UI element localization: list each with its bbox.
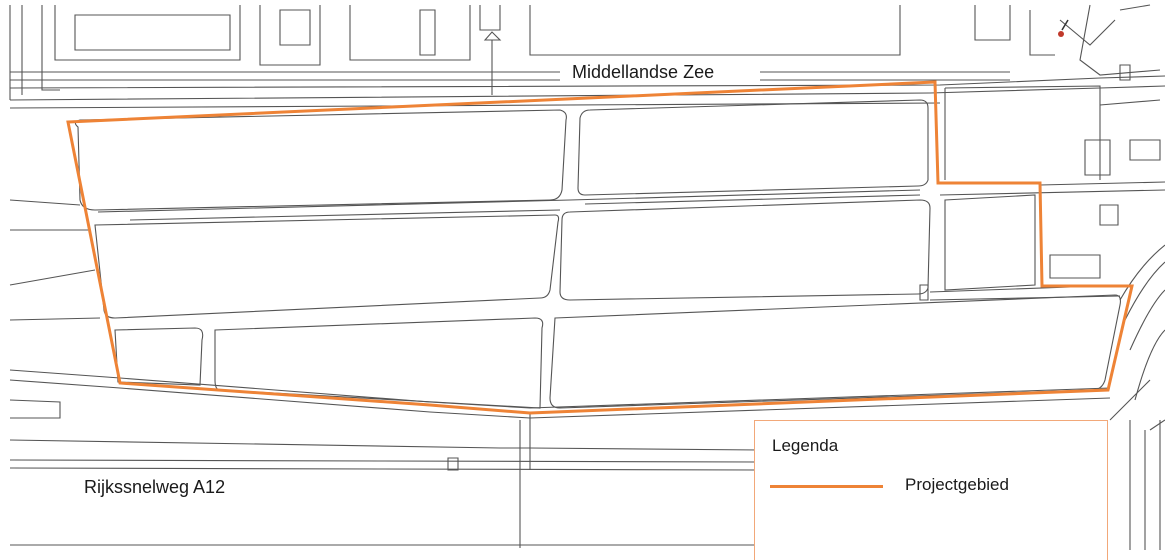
road-edge xyxy=(1029,10,1055,56)
building-outline xyxy=(529,5,901,56)
legend-item-label: Projectgebied xyxy=(905,475,1009,494)
building-outline xyxy=(41,5,60,91)
building-outline xyxy=(974,5,1011,41)
building-outline xyxy=(74,14,231,51)
legend-box: Legenda Projectgebied xyxy=(754,420,1108,560)
road-edge xyxy=(1119,4,1151,11)
building-outline xyxy=(259,5,321,66)
building-outline xyxy=(349,5,471,61)
building-outline xyxy=(479,5,501,31)
building-outline xyxy=(1084,139,1111,176)
building-outline xyxy=(279,9,311,46)
building-outline xyxy=(1049,254,1101,279)
building-outline xyxy=(1129,139,1161,161)
building-outline xyxy=(483,31,502,41)
legend-title: Legenda xyxy=(772,436,839,455)
building-outline xyxy=(1099,204,1119,226)
project-area-boundary xyxy=(66,80,1134,415)
building-outline xyxy=(1119,64,1131,81)
building-outline xyxy=(54,5,241,61)
street-label-middellandse-zee: Middellandse Zee xyxy=(566,62,721,83)
building-outline xyxy=(419,9,436,56)
legend-line-symbol xyxy=(770,485,883,488)
marker-icon xyxy=(1058,31,1064,37)
road-edge xyxy=(1059,19,1116,46)
street-label-rijkssnelweg-a12: Rijkssnelweg A12 xyxy=(84,477,226,498)
